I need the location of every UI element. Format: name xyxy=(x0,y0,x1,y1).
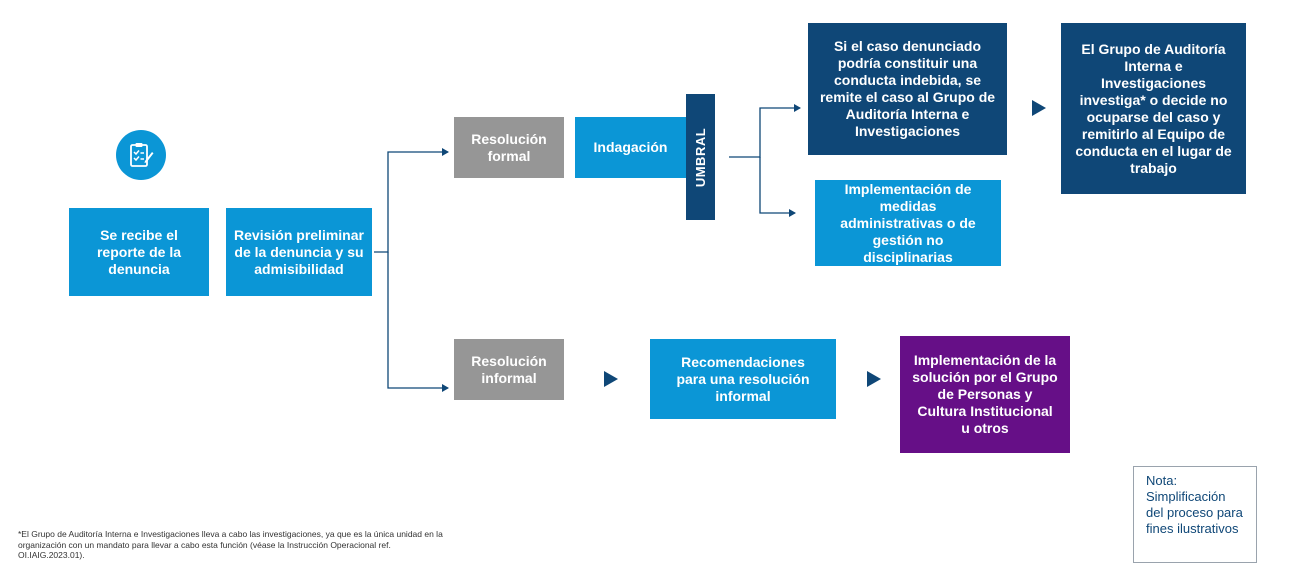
arrow-to-informal xyxy=(387,252,449,392)
arrow-to-referral xyxy=(729,104,801,158)
arrow-to-audit-group xyxy=(1032,100,1046,116)
informal-resolution-label: Resolución informal xyxy=(471,352,547,386)
inquiry-box: Indagación xyxy=(575,117,686,178)
checklist-clipboard-icon xyxy=(116,130,166,180)
note-label: Nota: Simplificación del proceso para fi… xyxy=(1146,473,1243,536)
formal-resolution-label: Resolución formal xyxy=(471,130,547,164)
implementation-box: Implementación de la solución por el Gru… xyxy=(900,336,1070,453)
preliminary-review-label: Revisión preliminar de la denuncia y su … xyxy=(234,226,364,277)
threshold-bar: UMBRAL xyxy=(686,94,715,220)
recommendations-label: Recomendaciones para una resolución info… xyxy=(676,353,810,404)
arrow-to-recommendations xyxy=(604,371,618,387)
audit-group-box: El Grupo de Auditoría Interna e Investig… xyxy=(1061,23,1246,194)
audit-group-label: El Grupo de Auditoría Interna e Investig… xyxy=(1075,40,1232,176)
report-received-label: Se recibe el reporte de la denuncia xyxy=(96,226,182,277)
referral-label: Si el caso denunciado podría constituir … xyxy=(819,38,996,139)
referral-box: Si el caso denunciado podría constituir … xyxy=(808,23,1007,155)
note-box: Nota: Simplificación del proceso para fi… xyxy=(1133,466,1257,563)
informal-resolution-box: Resolución informal xyxy=(454,339,564,400)
footnote: *El Grupo de Auditoría Interna e Investi… xyxy=(18,529,443,560)
admin-measures-box: Implementación de medidas administrativa… xyxy=(815,180,1001,266)
preliminary-review-box: Revisión preliminar de la denuncia y su … xyxy=(226,208,372,296)
inquiry-label: Indagación xyxy=(593,139,668,155)
arrow-to-formal xyxy=(374,148,449,253)
threshold-label: UMBRAL xyxy=(693,127,709,187)
arrow-to-admin-measures xyxy=(759,157,796,217)
implementation-label: Implementación de la solución por el Gru… xyxy=(912,352,1058,436)
recommendations-box: Recomendaciones para una resolución info… xyxy=(650,339,836,419)
arrow-to-implementation xyxy=(867,371,881,387)
formal-resolution-box: Resolución formal xyxy=(454,117,564,178)
admin-measures-label: Implementación de medidas administrativa… xyxy=(840,180,976,265)
report-received-box: Se recibe el reporte de la denuncia xyxy=(69,208,209,296)
